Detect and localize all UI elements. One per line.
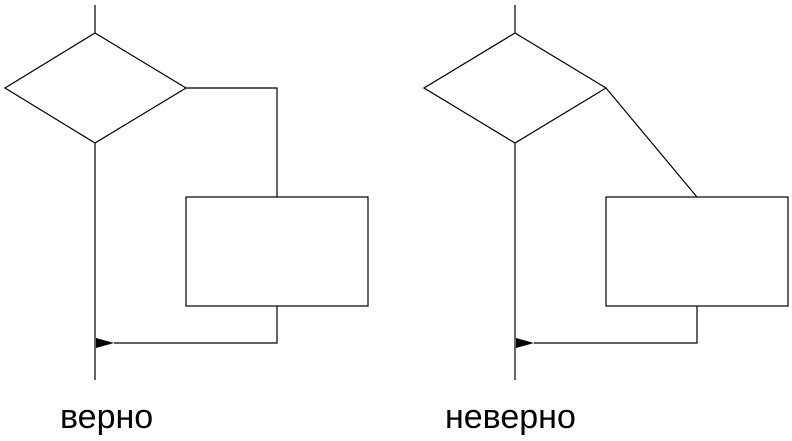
caption-correct: верно [60,398,153,436]
branch-connector [186,87,278,197]
return-arrow [96,306,278,348]
decision-diamond [3,32,188,144]
process-box [605,196,789,307]
process-box [185,196,369,307]
caption-incorrect: неверно [445,398,576,436]
panel-incorrect: неверно [422,5,789,436]
diagonal-branch-connector [605,87,698,198]
return-arrow [516,306,698,348]
decision-diamond [422,32,608,144]
panel-correct: верно [3,5,369,436]
